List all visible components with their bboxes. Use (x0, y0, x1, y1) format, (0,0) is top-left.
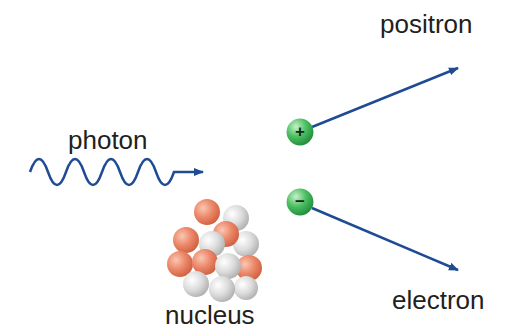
nucleus-label: nucleus (165, 301, 255, 331)
electron-track (312, 208, 458, 270)
photon-wave (30, 159, 203, 185)
charge-sign: + (286, 118, 314, 146)
nucleus-cluster (167, 199, 262, 302)
positron-track (312, 68, 458, 127)
particle-label: electron (392, 286, 485, 316)
charge-sign: − (286, 188, 314, 216)
particle-label: photon (68, 126, 148, 156)
electron-ball: − (286, 188, 314, 216)
positron-ball: + (286, 118, 314, 146)
particle-label: positron (380, 10, 473, 40)
